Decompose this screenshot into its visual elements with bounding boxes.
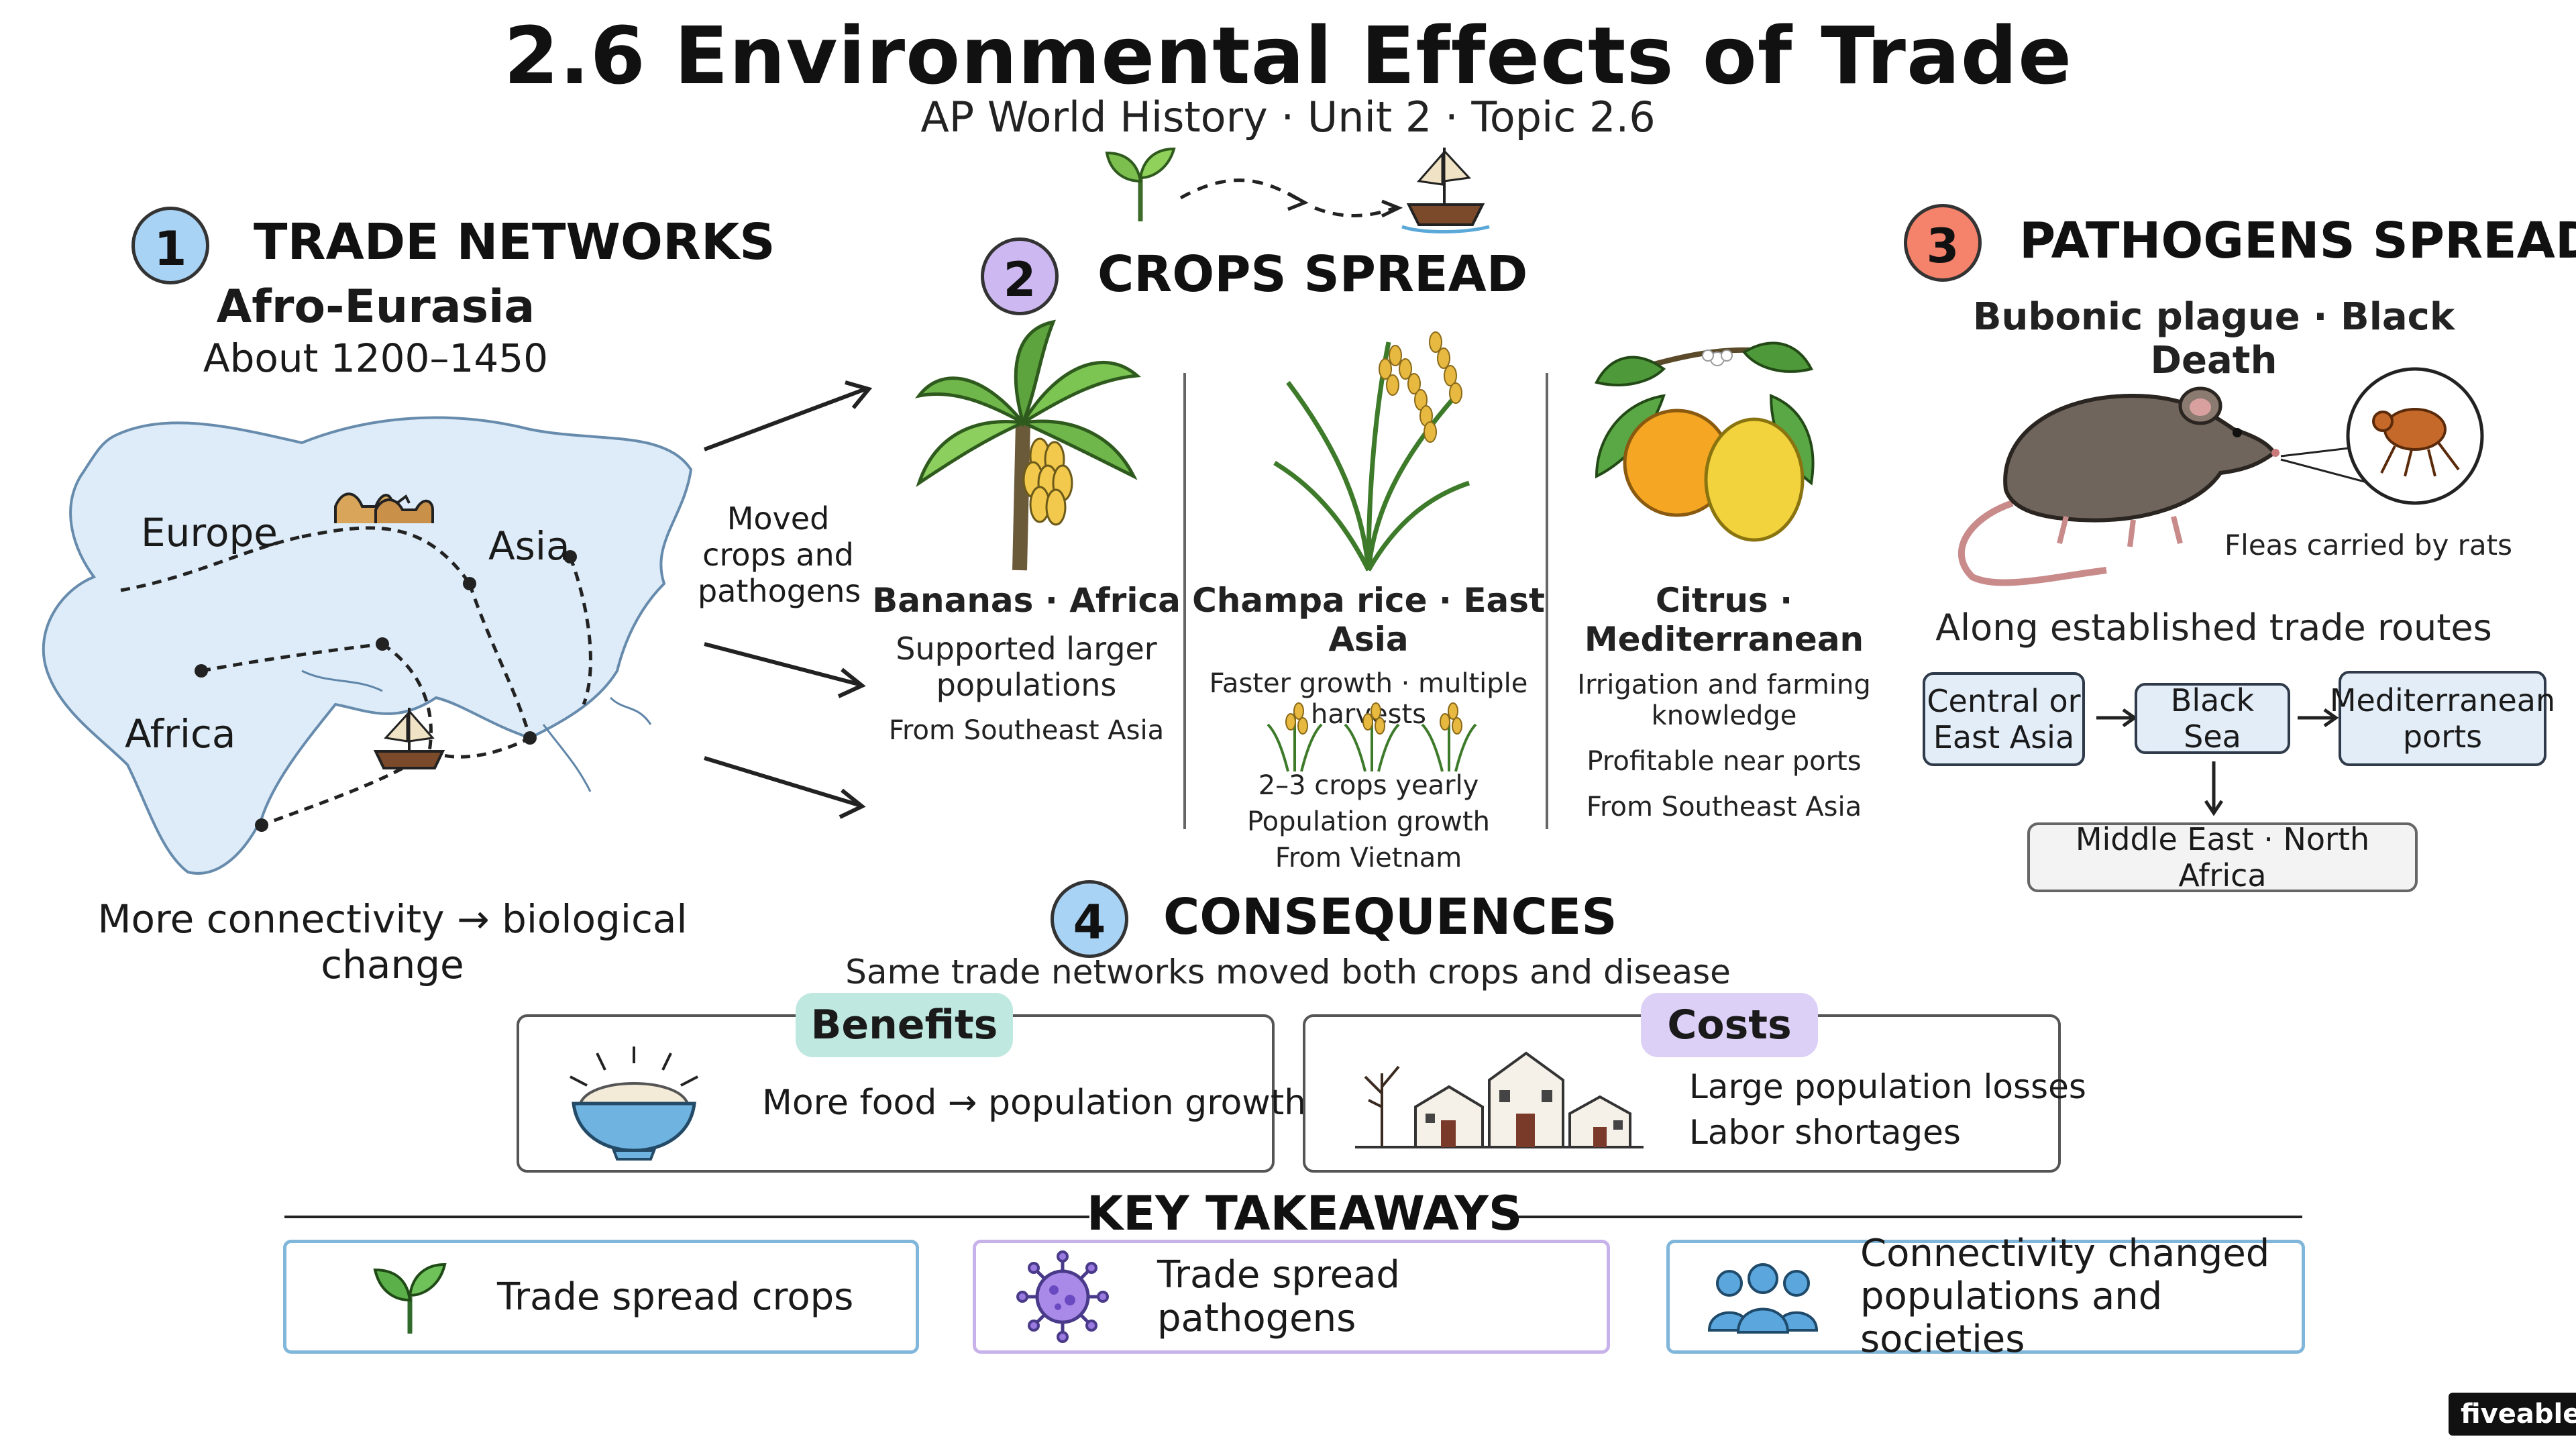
takeaway-card-pathogens: Trade spread pathogens — [973, 1240, 1610, 1354]
flow-central-line1: Central or — [1927, 683, 2081, 719]
sprout-to-ship-decoration — [1105, 147, 1490, 233]
citrus-illustration — [1595, 341, 1815, 542]
section2-title: CROPS SPREAD — [1097, 246, 1528, 303]
section1-title: TRADE NETWORKS — [254, 213, 775, 271]
costs-line1: Large population losses — [1689, 1067, 2086, 1106]
rice-heading: Champa rice · East Asia — [1192, 581, 1545, 659]
flea-caption: Fleas carried by rats — [2224, 529, 2513, 561]
flea-icon — [2372, 408, 2460, 477]
citrus-origin: From Southeast Asia — [1586, 792, 1862, 822]
citrus-line2: knowledge — [1651, 700, 1797, 731]
section4-title: CONSEQUENCES — [1163, 888, 1617, 946]
afro-eurasia-map — [42, 416, 693, 875]
virus-icon — [1016, 1250, 1109, 1343]
rice-bowl-icon — [570, 1046, 698, 1161]
flow-central-east-asia: Central or East Asia — [1923, 672, 2085, 766]
costs-label: Costs — [1641, 993, 1818, 1057]
arrow-note-line2: crops and — [702, 537, 854, 573]
citrus-heading: Citrus · Mediterranean — [1584, 581, 1864, 659]
rice-line3: 2–3 crops yearly — [1258, 770, 1479, 801]
arrow-note: Moved crops and pathogens — [698, 500, 861, 609]
sprout-icon — [1105, 147, 1176, 221]
flow-arrow-1 — [2096, 708, 2138, 728]
crops-divider-2 — [1546, 373, 1548, 829]
camel-caravan-icon — [334, 492, 434, 523]
takeaway-connectivity-text: Connectivity changed populations and soc… — [1860, 1232, 2302, 1361]
rat-and-flea-illustration — [1957, 367, 2484, 586]
fiveable-logo[interactable]: fiveable — [2449, 1393, 2576, 1436]
rat-icon — [1957, 386, 2279, 586]
section1-caption: More connectivity → biological change — [97, 896, 688, 987]
arrow-note-line3: pathogens — [698, 573, 861, 609]
section2-number-badge: 2 — [981, 237, 1059, 315]
banana-tree-illustration — [915, 319, 1141, 571]
bananas-origin: From Southeast Asia — [888, 715, 1165, 746]
costs-line2: Labor shortages — [1689, 1113, 1961, 1152]
section4-subtitle: Same trade networks moved both crops and… — [845, 953, 1731, 991]
citrus-line3: Profitable near ports — [1587, 746, 1862, 777]
flow-med-line1: Mediterranean — [2329, 682, 2556, 718]
rice-block: Champa rice · East Asia Faster growth · … — [1187, 581, 1550, 730]
flow-med-line2: ports — [2402, 718, 2483, 755]
rice-line5: From Vietnam — [1275, 843, 1462, 873]
section4-number-badge: 4 — [1051, 880, 1128, 958]
benefits-text: More food → population growth — [762, 1083, 1307, 1123]
benefits-label: Benefits — [796, 993, 1013, 1057]
bananas-line1: Supported larger — [896, 631, 1157, 667]
page-title: 2.6 Environmental Effects of Trade — [503, 9, 2073, 102]
people-icon — [1707, 1263, 1819, 1334]
abandoned-village-icon — [1355, 1051, 1644, 1148]
section3-number-badge: 3 — [1904, 204, 1982, 282]
flow-arrows — [703, 380, 873, 819]
bananas-line2: populations — [936, 667, 1117, 703]
rice-block-lower: 2–3 crops yearly Population growth From … — [1187, 767, 1550, 876]
takeaway-pathogens-text: Trade spread pathogens — [1157, 1253, 1400, 1340]
flow-arrow-2 — [2298, 708, 2339, 728]
flow-middle-east-north-africa: Middle East · North Africa — [2027, 821, 2418, 894]
costs-text: Large population losses Labor shortages — [1689, 1064, 2086, 1155]
map-label-asia: Asia — [488, 523, 570, 569]
takeaway-card-connectivity: Connectivity changed populations and soc… — [1666, 1232, 2305, 1361]
takeaway-card-crops: Trade spread crops — [283, 1240, 919, 1354]
rice-sprigs-icon — [1267, 702, 1477, 772]
crops-divider-1 — [1183, 373, 1186, 829]
section1-number-badge: 1 — [131, 207, 209, 284]
flow-black-sea: Black Sea — [2135, 682, 2290, 755]
section3-title: PATHOGENS SPREAD — [2019, 212, 2576, 270]
routes-caption: Along established trade routes — [1935, 606, 2492, 649]
flow-arrow-down — [2204, 761, 2224, 816]
sprout-icon — [373, 1263, 447, 1334]
ship-icon — [1401, 148, 1490, 233]
citrus-block: Citrus · Mediterranean Irrigation and fa… — [1550, 581, 1898, 822]
rice-line1: Faster growth · multiple — [1209, 668, 1528, 699]
bananas-heading: Bananas · Africa — [872, 581, 1181, 620]
section1-region: Afro-Eurasia — [216, 280, 535, 333]
map-label-africa: Africa — [125, 711, 236, 757]
bananas-block: Bananas · Africa Supported larger popula… — [872, 581, 1181, 746]
section3-subtitle: Bubonic plague · Black Death — [1972, 295, 2455, 382]
rice-line4: Population growth — [1246, 806, 1491, 837]
flow-mediterranean-ports: Mediterranean ports — [2330, 671, 2555, 766]
arrow-note-line1: Moved — [727, 500, 830, 537]
rice-plant-illustration — [1273, 331, 1470, 572]
page-subtitle: AP World History · Unit 2 · Topic 2.6 — [920, 93, 1656, 142]
takeaways-rule-right — [1517, 1216, 2302, 1218]
citrus-line1: Irrigation and farming — [1577, 669, 1871, 700]
takeaways-rule-left — [284, 1216, 1089, 1218]
trade-ship-icon — [373, 708, 445, 769]
takeaway-crops-text: Trade spread crops — [497, 1275, 854, 1319]
map-label-europe: Europe — [141, 510, 278, 555]
section1-dates: About 1200–1450 — [203, 335, 549, 381]
takeaways-heading: KEY TAKEAWAYS — [1087, 1186, 1523, 1241]
takeaway-connectivity-line1: Connectivity changed — [1860, 1232, 2270, 1275]
flow-central-line2: East Asia — [1933, 719, 2075, 755]
takeaway-connectivity-line2: populations and societies — [1860, 1275, 2163, 1361]
